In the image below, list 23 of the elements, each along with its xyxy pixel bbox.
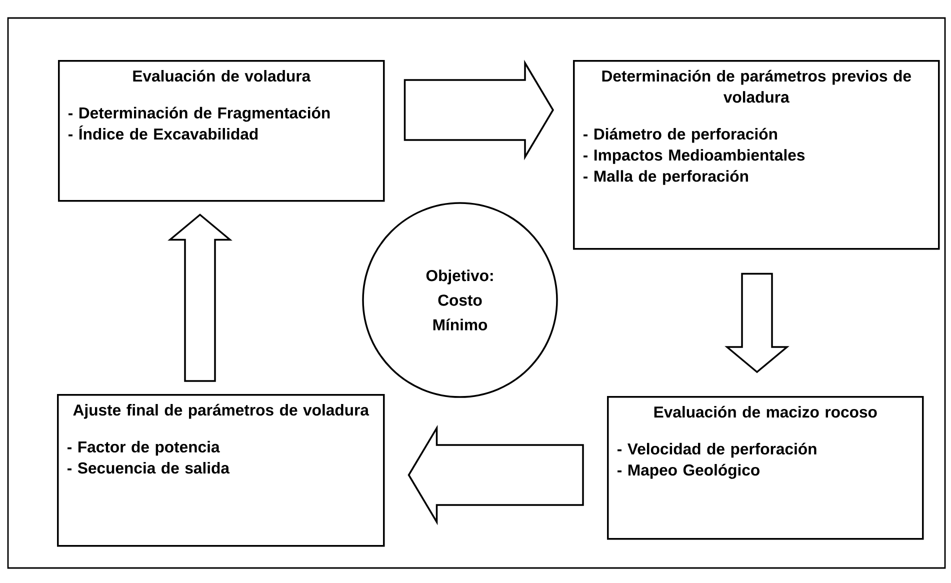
- bullet-item: - Secuencia de salida: [67, 462, 230, 474]
- process-box: [573, 60, 940, 250]
- bullet-item: - Índice de Excavabilidad: [68, 125, 258, 140]
- process-box: [58, 60, 385, 202]
- process-box: [57, 394, 385, 547]
- bullet-item: - Impactos Medioambientales: [584, 149, 805, 164]
- bullet-item: - Malla de perforación: [584, 170, 748, 185]
- block-arrow: [724, 272, 790, 374]
- block-arrow: [168, 214, 232, 382]
- bullet-item: - Determinación de Fragmentación: [68, 106, 330, 122]
- block-arrow: [404, 60, 554, 160]
- bullet-item: - Diámetro de perforación: [584, 128, 777, 143]
- bullet-item: - Mapeo Geológico: [618, 464, 760, 479]
- box-heading: Evaluación de voladura: [133, 70, 311, 82]
- block-arrow: [408, 424, 584, 526]
- box-heading: Evaluación de macizo rocoso: [654, 406, 877, 418]
- goal-circle: [362, 202, 558, 398]
- goal-text: Objetivo: Costo Mínimo: [426, 270, 493, 330]
- bullet-item: - Factor de potencia: [67, 440, 220, 456]
- box-heading: Ajuste final de parámetros de voladura: [73, 404, 370, 419]
- process-box: [607, 396, 924, 540]
- bullet-item: - Velocidad de perforación: [618, 442, 816, 458]
- box-heading: Determinación de parámetros previos de voladura: [602, 70, 911, 103]
